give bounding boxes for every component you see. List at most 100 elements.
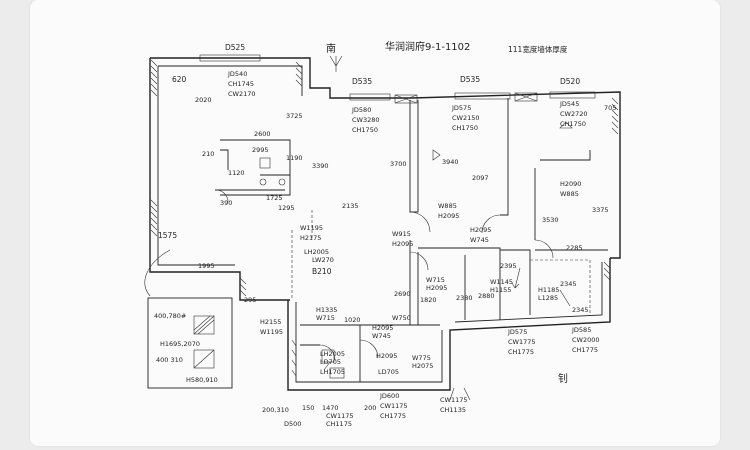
- dim-label: W775: [412, 354, 431, 362]
- inset-bottom-sub: H580,910: [186, 376, 218, 384]
- dim-label: H2175: [300, 234, 321, 242]
- dim-label: 2345: [572, 306, 589, 314]
- dim-label: H2095: [372, 324, 393, 332]
- dim-label: W750: [392, 314, 411, 322]
- dim-label: JD540: [227, 70, 247, 78]
- dim-label: CW1175: [326, 412, 354, 420]
- dim-label: 3375: [592, 206, 609, 214]
- dim-label: CW2170: [228, 90, 256, 98]
- dim-label: 1575: [158, 231, 177, 240]
- dim-label: LH2005: [320, 350, 345, 358]
- dim-label: 1995: [198, 262, 215, 270]
- dim-label: 620: [172, 75, 187, 84]
- dim-label: 390: [220, 199, 232, 207]
- dim-label: H2095: [470, 226, 491, 234]
- dim-label: 2995: [252, 146, 269, 154]
- dim-label: JD585: [571, 326, 591, 334]
- drawing-sheet: 400,780# H1695,2070 400 310 H580,910 南 华…: [30, 0, 720, 446]
- dim-label: W715: [316, 314, 335, 322]
- dim-label: LH2005: [304, 248, 329, 256]
- dim-label: W1195: [300, 224, 323, 232]
- dim-label: D500: [284, 420, 301, 428]
- dim-label: JD545: [559, 100, 579, 108]
- floor-plan: 400,780# H1695,2070 400 310 H580,910 南 华…: [144, 40, 621, 428]
- dim-label: 1725: [266, 194, 283, 202]
- dim-label: LD705: [320, 358, 341, 366]
- dim-label: H2075: [412, 362, 433, 370]
- dim-label: W745: [372, 332, 391, 340]
- dim-label: CH1745: [228, 80, 254, 88]
- dim-label: 1295: [278, 204, 295, 212]
- dim-label: H2095: [376, 352, 397, 360]
- dim-label: W745: [470, 236, 489, 244]
- dim-label: 2020: [195, 96, 212, 104]
- dim-label: CH1750: [352, 126, 378, 134]
- dim-label: W1145: [490, 278, 513, 286]
- dim-label: LW270: [312, 256, 334, 264]
- dim-label: 3700: [390, 160, 407, 168]
- dim-label: CH1135: [440, 406, 466, 414]
- inset-top-label: 400,780#: [154, 312, 186, 320]
- fixtures: [259, 121, 573, 379]
- dim-label: CW1775: [508, 338, 536, 346]
- dim-label: LH1705: [320, 368, 345, 376]
- dim-label: H2090: [560, 180, 581, 188]
- dim-label: CH1175: [326, 420, 352, 428]
- outer-walls: [149, 57, 621, 391]
- dim-label: W885: [560, 190, 579, 198]
- dim-label: 150: [302, 404, 314, 412]
- dim-label: W885: [438, 202, 457, 210]
- dim-label: 2600: [254, 130, 271, 138]
- dim-label: W1195: [260, 328, 283, 336]
- dim-label: L1285: [538, 294, 558, 302]
- dim-label: 3940: [442, 158, 459, 166]
- dim-label: 2880: [478, 292, 495, 300]
- dim-label: CH1750: [560, 120, 586, 128]
- inset-bottom-label: 400 310: [156, 356, 183, 364]
- dim-label: 2395: [500, 262, 517, 270]
- dim-label: 3390: [312, 162, 329, 170]
- dim-label: 1020: [344, 316, 361, 324]
- dim-label: 295: [244, 296, 256, 304]
- inset-detail: 400,780# H1695,2070 400 310 H580,910: [147, 297, 233, 389]
- dim-label: D535: [352, 77, 372, 86]
- dim-label: 3725: [286, 112, 303, 120]
- dim-label: 3530: [542, 216, 559, 224]
- dim-label: H2095: [438, 212, 459, 220]
- dim-label: CH1775: [380, 412, 406, 420]
- dim-label: D525: [225, 43, 245, 52]
- dim-label: CH1750: [452, 124, 478, 132]
- dim-label: CW2000: [572, 336, 600, 344]
- dim-label: 2285: [566, 244, 583, 252]
- signature: 钊: [558, 373, 568, 385]
- dim-label: CW2150: [452, 114, 480, 122]
- dim-label: 1120: [228, 169, 245, 177]
- dim-label: H1335: [316, 306, 337, 314]
- dim-label: CW3280: [352, 116, 380, 124]
- dim-label: W915: [392, 230, 411, 238]
- dim-label: 2690: [394, 290, 411, 298]
- dim-label: JD600: [379, 392, 399, 400]
- dim-label: H2095: [392, 240, 413, 248]
- doors: [215, 189, 554, 361]
- dim-label: 2345: [560, 280, 577, 288]
- dim-label: 2097: [472, 174, 489, 182]
- dim-label: JD580: [351, 106, 371, 114]
- leader-arrows: [144, 249, 571, 401]
- dim-label: 2380: [456, 294, 473, 302]
- drawing-title: 华润润府9-1-1102: [385, 40, 470, 53]
- dim-label: 1470: [322, 404, 339, 412]
- dim-label: 200: [364, 404, 376, 412]
- dim-label: B210: [312, 267, 332, 276]
- dimension-labels: D525 620 JD540 CH1745 CW2170 2020 3725 2…: [158, 43, 616, 428]
- dim-label: 2135: [342, 202, 359, 210]
- inset-mid-label: H1695,2070: [160, 340, 200, 348]
- dim-label: CW1175: [380, 402, 408, 410]
- dim-label: 200,310: [262, 406, 289, 414]
- dim-label: JD575: [451, 104, 471, 112]
- dim-label: CW2720: [560, 110, 588, 118]
- dim-label: CH1775: [572, 346, 598, 354]
- dim-label: D520: [560, 77, 580, 86]
- dim-label: W715: [426, 276, 445, 284]
- dim-label: 1820: [420, 296, 437, 304]
